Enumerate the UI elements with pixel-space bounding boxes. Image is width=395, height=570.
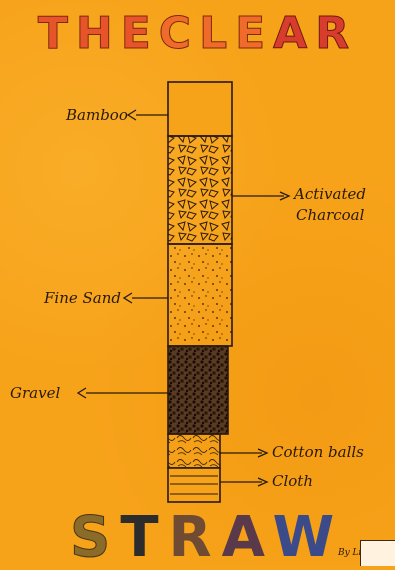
title-letter-t: T [120, 505, 168, 570]
label-cloth: Cloth [272, 472, 313, 490]
title-letter-s: S [70, 505, 120, 570]
label-cotton-balls: Cotton balls [272, 443, 364, 461]
label-gravel: Gravel [10, 384, 60, 402]
layer-activated-charcoal [168, 136, 232, 244]
layer-cotton-balls [168, 434, 220, 468]
layer-fine-sand [168, 244, 232, 346]
label-bamboo: Bamboo [66, 106, 128, 124]
layer-cloth [168, 468, 220, 502]
label-charcoal: Charcoal [296, 206, 364, 224]
title-letter-r: R [169, 505, 222, 570]
title-straw: STRAW [70, 505, 344, 570]
straw-tube [168, 82, 232, 502]
corner-paper [360, 540, 395, 566]
label-fine-sand: Fine Sand [44, 289, 121, 307]
layer-bamboo [168, 82, 232, 136]
title-letter-a: A [222, 505, 273, 570]
label-activated: Activated [294, 185, 366, 203]
layer-gravel [168, 346, 228, 434]
title-letter-w: W [273, 505, 345, 570]
